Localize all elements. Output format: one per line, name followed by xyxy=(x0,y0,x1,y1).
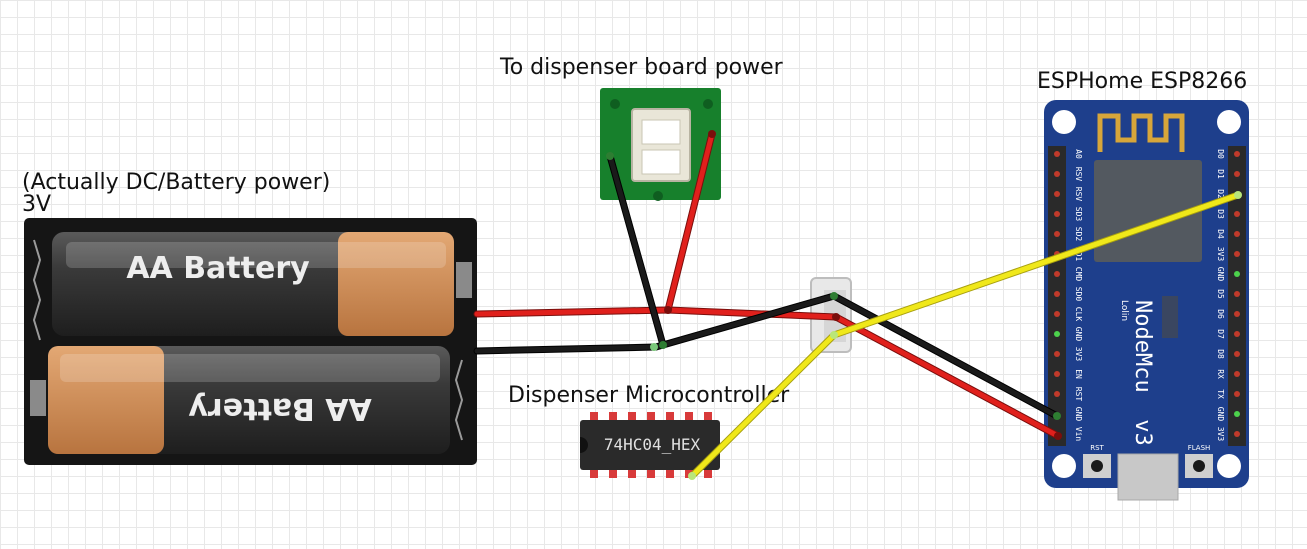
svg-text:D8: D8 xyxy=(1216,349,1225,359)
svg-text:SD3: SD3 xyxy=(1074,207,1083,222)
nodemcu-board: A0 RSV RSV SD3 SD2 SD1 CMD SD0 CLK GND 3… xyxy=(1044,100,1249,501)
battery-voltage: 3V xyxy=(22,192,52,217)
battery-cell-top: AA Battery xyxy=(52,232,454,336)
svg-text:3V3: 3V3 xyxy=(1074,347,1083,362)
svg-text:SD1: SD1 xyxy=(1074,247,1083,262)
usb-connector xyxy=(1117,453,1179,501)
svg-text:GND: GND xyxy=(1216,267,1225,282)
svg-text:D1: D1 xyxy=(1216,169,1225,179)
dispenser-power-board xyxy=(600,88,721,201)
svg-text:EN: EN xyxy=(1074,369,1083,379)
svg-text:D3: D3 xyxy=(1216,209,1225,219)
svg-text:D0: D0 xyxy=(1216,149,1225,159)
svg-text:3V3: 3V3 xyxy=(1216,247,1225,262)
svg-text:D5: D5 xyxy=(1216,289,1225,299)
svg-text:GND: GND xyxy=(1074,327,1083,342)
svg-text:RST: RST xyxy=(1090,444,1104,452)
svg-text:D2: D2 xyxy=(1216,189,1225,199)
svg-text:RSV: RSV xyxy=(1074,167,1083,182)
battery-cell-top-label: AA Battery xyxy=(126,251,310,286)
ic-74hc04: 74HC04_HEX xyxy=(580,412,720,478)
svg-text:SD2: SD2 xyxy=(1074,227,1083,242)
svg-text:GND: GND xyxy=(1216,407,1225,422)
nodemcu-name: NodeMcu v3 xyxy=(1130,300,1155,446)
ic-part-number: 74HC04_HEX xyxy=(604,435,701,454)
svg-text:RX: RX xyxy=(1216,369,1225,379)
nodemcu-brand: Lolin xyxy=(1119,300,1129,321)
battery-cell-bottom-label: AA Battery xyxy=(188,391,372,426)
svg-text:SD0: SD0 xyxy=(1074,287,1083,302)
svg-text:Vin: Vin xyxy=(1074,427,1083,442)
svg-text:D7: D7 xyxy=(1216,329,1225,339)
svg-text:A0: A0 xyxy=(1074,149,1083,159)
esp-title: ESPHome ESP8266 xyxy=(1037,69,1248,94)
svg-text:3V3: 3V3 xyxy=(1216,427,1225,442)
svg-text:D4: D4 xyxy=(1216,229,1225,239)
svg-text:FLASH: FLASH xyxy=(1188,444,1211,452)
dispenser-power-label: To dispenser board power xyxy=(500,55,783,80)
battery-title: (Actually DC/Battery power) xyxy=(22,170,331,195)
svg-text:GND: GND xyxy=(1074,407,1083,422)
svg-text:CMD: CMD xyxy=(1074,267,1083,282)
svg-text:RSV: RSV xyxy=(1074,187,1083,202)
microcontroller-label: Dispenser Microcontroller xyxy=(508,383,790,408)
svg-text:RST: RST xyxy=(1074,387,1083,402)
svg-text:TX: TX xyxy=(1216,389,1225,399)
svg-text:CLK: CLK xyxy=(1074,307,1083,322)
wire-endpoints xyxy=(606,130,1242,480)
svg-text:D6: D6 xyxy=(1216,309,1225,319)
battery-holder: AA Battery AA Battery xyxy=(24,218,477,465)
battery-cell-bottom: AA Battery xyxy=(48,346,450,454)
